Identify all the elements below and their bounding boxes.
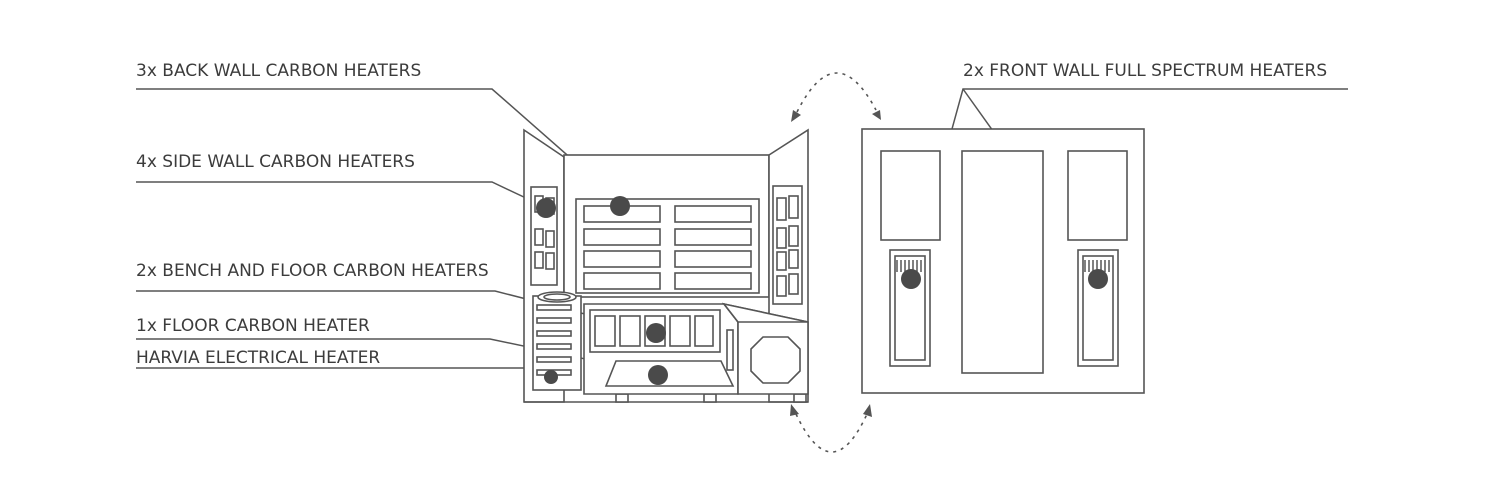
front-heater-right: [1077, 249, 1119, 367]
top-rotation-arc: [796, 72, 877, 113]
bench-side-box: [722, 302, 809, 395]
label-back-wall-heaters: 3x BACK WALL CARBON HEATERS: [136, 61, 421, 81]
front-window-left: [880, 150, 941, 241]
leader-side-wall: [136, 181, 546, 208]
marker-harvia: [544, 370, 558, 384]
marker-side-wall: [536, 198, 556, 218]
right-side-wall-heater: [772, 185, 803, 305]
label-bench-floor-heaters: 2x BENCH AND FLOOR CARBON HEATERS: [136, 261, 489, 281]
rotation-arrows: [790, 72, 881, 453]
bottom-arrow-left-head: [790, 404, 799, 416]
label-floor-heater: 1x FLOOR CARBON HEATER: [136, 316, 370, 336]
back-wall-heaters: [575, 198, 760, 294]
marker-front-right: [1088, 269, 1108, 289]
floor-heater-mat: [604, 360, 735, 387]
leader-harvia: [136, 367, 549, 377]
label-harvia-heater: HARVIA ELECTRICAL HEATER: [136, 348, 380, 368]
marker-front-left: [901, 269, 921, 289]
label-front-wall-heaters: 2x FRONT WALL FULL SPECTRUM HEATERS: [963, 61, 1327, 81]
marker-back-wall: [610, 196, 630, 216]
top-arrow-right-head: [872, 110, 881, 120]
front-window-right: [1067, 150, 1128, 241]
bottom-arrow-right-head: [863, 404, 872, 417]
label-side-wall-heaters: 4x SIDE WALL CARBON HEATERS: [136, 152, 415, 172]
front-heater-left: [889, 249, 931, 367]
front-wall: [861, 128, 1145, 394]
sauna-interior: [523, 128, 809, 403]
sauna-floor: [524, 393, 808, 403]
marker-bench: [646, 323, 666, 343]
top-arrow-left-head: [791, 110, 801, 122]
marker-floor: [648, 365, 668, 385]
bottom-rotation-arc: [795, 413, 868, 453]
front-door: [961, 150, 1044, 374]
